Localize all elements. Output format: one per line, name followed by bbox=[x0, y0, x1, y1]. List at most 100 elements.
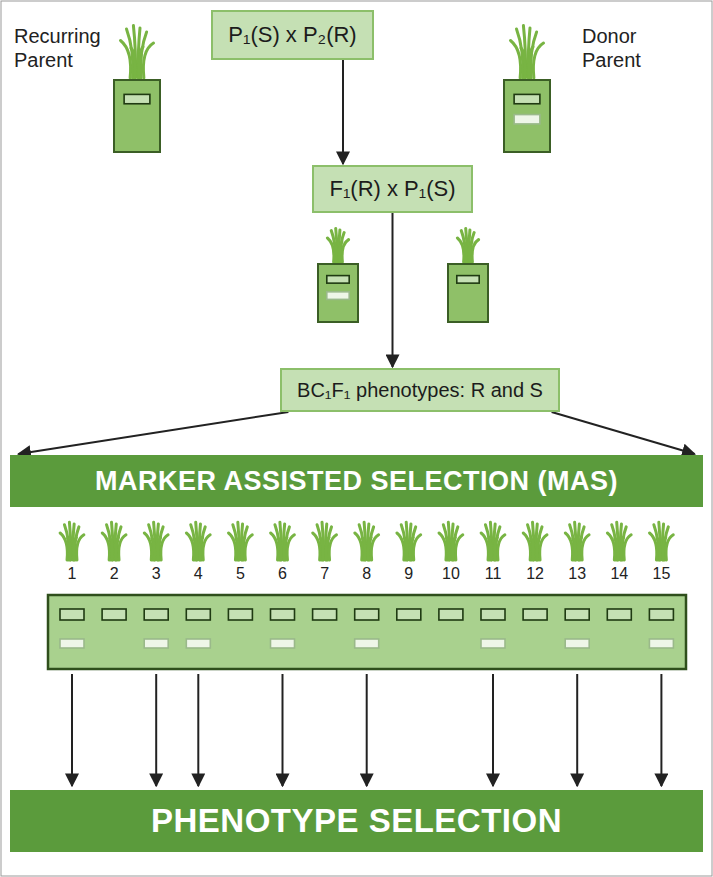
marker-band bbox=[457, 276, 479, 284]
selection-arrow bbox=[282, 674, 284, 786]
marker-band bbox=[271, 609, 295, 620]
marker-band bbox=[186, 609, 210, 620]
grass-blade bbox=[74, 538, 77, 560]
plant-icon bbox=[60, 522, 84, 560]
grass-blade bbox=[77, 535, 84, 560]
plant-icon bbox=[523, 522, 547, 560]
node-text: PHENOTYPE SELECTION bbox=[151, 802, 562, 840]
plant-icon bbox=[355, 522, 379, 560]
grass-blade bbox=[537, 538, 540, 560]
marker-band bbox=[102, 609, 126, 620]
plant-icon bbox=[121, 26, 154, 79]
lane-number: 9 bbox=[393, 564, 425, 583]
grass-blade bbox=[621, 538, 624, 560]
marker-band bbox=[397, 609, 421, 620]
marker-band bbox=[124, 94, 150, 103]
grass-blade bbox=[116, 538, 119, 560]
grass-blade bbox=[334, 243, 336, 262]
donor-marker-band bbox=[649, 639, 673, 648]
lane-number: 10 bbox=[435, 564, 467, 583]
grass-blade bbox=[453, 538, 456, 560]
marker-band bbox=[313, 609, 337, 620]
gel-box bbox=[48, 595, 686, 669]
plant-icon bbox=[457, 228, 478, 262]
grass-blade bbox=[663, 538, 666, 560]
donor-marker-band bbox=[144, 639, 168, 648]
grass-blade bbox=[158, 538, 161, 560]
marker-band bbox=[60, 609, 84, 620]
donor-marker-band bbox=[327, 292, 349, 300]
grass-blade bbox=[139, 47, 143, 78]
grass-blade bbox=[121, 41, 131, 79]
marker-band bbox=[327, 276, 349, 284]
parent-label: Recurring Parent bbox=[14, 24, 114, 72]
lane-number: 14 bbox=[603, 564, 635, 583]
marker-band bbox=[523, 609, 547, 620]
marker-band bbox=[439, 609, 463, 620]
grass-blade bbox=[624, 535, 631, 560]
plant-pot bbox=[504, 80, 550, 152]
grass-blade bbox=[194, 538, 197, 560]
donor-marker-band bbox=[271, 639, 295, 648]
grass-blade bbox=[326, 538, 329, 560]
selection-arrow bbox=[155, 674, 157, 786]
plant-icon bbox=[439, 522, 463, 560]
grass-blade bbox=[469, 242, 471, 262]
marker-band bbox=[144, 609, 168, 620]
grass-blade bbox=[339, 242, 341, 262]
grass-blade bbox=[517, 29, 523, 78]
node-text: BC₁F₁ phenotypes: R and S bbox=[297, 379, 543, 402]
grass-blade bbox=[68, 538, 71, 560]
plant-pot bbox=[448, 264, 488, 322]
lane-number: 12 bbox=[519, 564, 551, 583]
grass-blade bbox=[200, 538, 203, 560]
flow-arrow bbox=[552, 412, 695, 454]
grass-blade bbox=[203, 535, 210, 560]
grass-blade bbox=[447, 538, 450, 560]
lane-number: 7 bbox=[309, 564, 341, 583]
grass-blade bbox=[498, 535, 505, 560]
lane-number: 3 bbox=[140, 564, 172, 583]
grass-blade bbox=[495, 538, 498, 560]
lane-number: 4 bbox=[182, 564, 214, 583]
donor-marker-band bbox=[186, 639, 210, 648]
grass-blade bbox=[161, 535, 168, 560]
donor-marker-band bbox=[60, 639, 84, 648]
grass-blade bbox=[110, 538, 113, 560]
selection-arrow bbox=[71, 674, 73, 786]
marker-band bbox=[607, 609, 631, 620]
marker-band bbox=[481, 609, 505, 620]
donor-marker-band bbox=[565, 639, 589, 648]
marker-band bbox=[649, 609, 673, 620]
grass-blade bbox=[287, 535, 294, 560]
plant-icon bbox=[144, 522, 168, 560]
plant-icon bbox=[607, 522, 631, 560]
grass-blade bbox=[362, 538, 365, 560]
grass-blade bbox=[413, 535, 420, 560]
stage-band: MARKER ASSISTED SELECTION (MAS) bbox=[10, 455, 703, 507]
flow-arrow bbox=[18, 412, 288, 454]
grass-blade bbox=[521, 48, 525, 78]
plant-icon bbox=[397, 522, 421, 560]
selection-arrow bbox=[492, 674, 494, 786]
grass-blade bbox=[278, 538, 281, 560]
grass-blade bbox=[320, 538, 323, 560]
plant-icon bbox=[102, 522, 126, 560]
selection-arrow bbox=[660, 674, 662, 786]
lane-number: 11 bbox=[477, 564, 509, 583]
grass-blade bbox=[242, 538, 245, 560]
node-text: P₁(S) x P₂(R) bbox=[228, 22, 356, 48]
plant-icon bbox=[186, 522, 210, 560]
donor-marker-band bbox=[514, 115, 540, 124]
cross-box: F₁(R) x P₁(S) bbox=[312, 165, 473, 213]
node-text: F₁(R) x P₁(S) bbox=[329, 176, 455, 202]
grass-blade bbox=[127, 29, 133, 78]
grass-blade bbox=[531, 538, 534, 560]
donor-marker-band bbox=[355, 639, 379, 648]
marker-band bbox=[565, 609, 589, 620]
grass-blade bbox=[464, 243, 466, 262]
lane-number: 8 bbox=[351, 564, 383, 583]
plant-icon bbox=[327, 228, 348, 262]
plant-icon bbox=[511, 26, 544, 79]
